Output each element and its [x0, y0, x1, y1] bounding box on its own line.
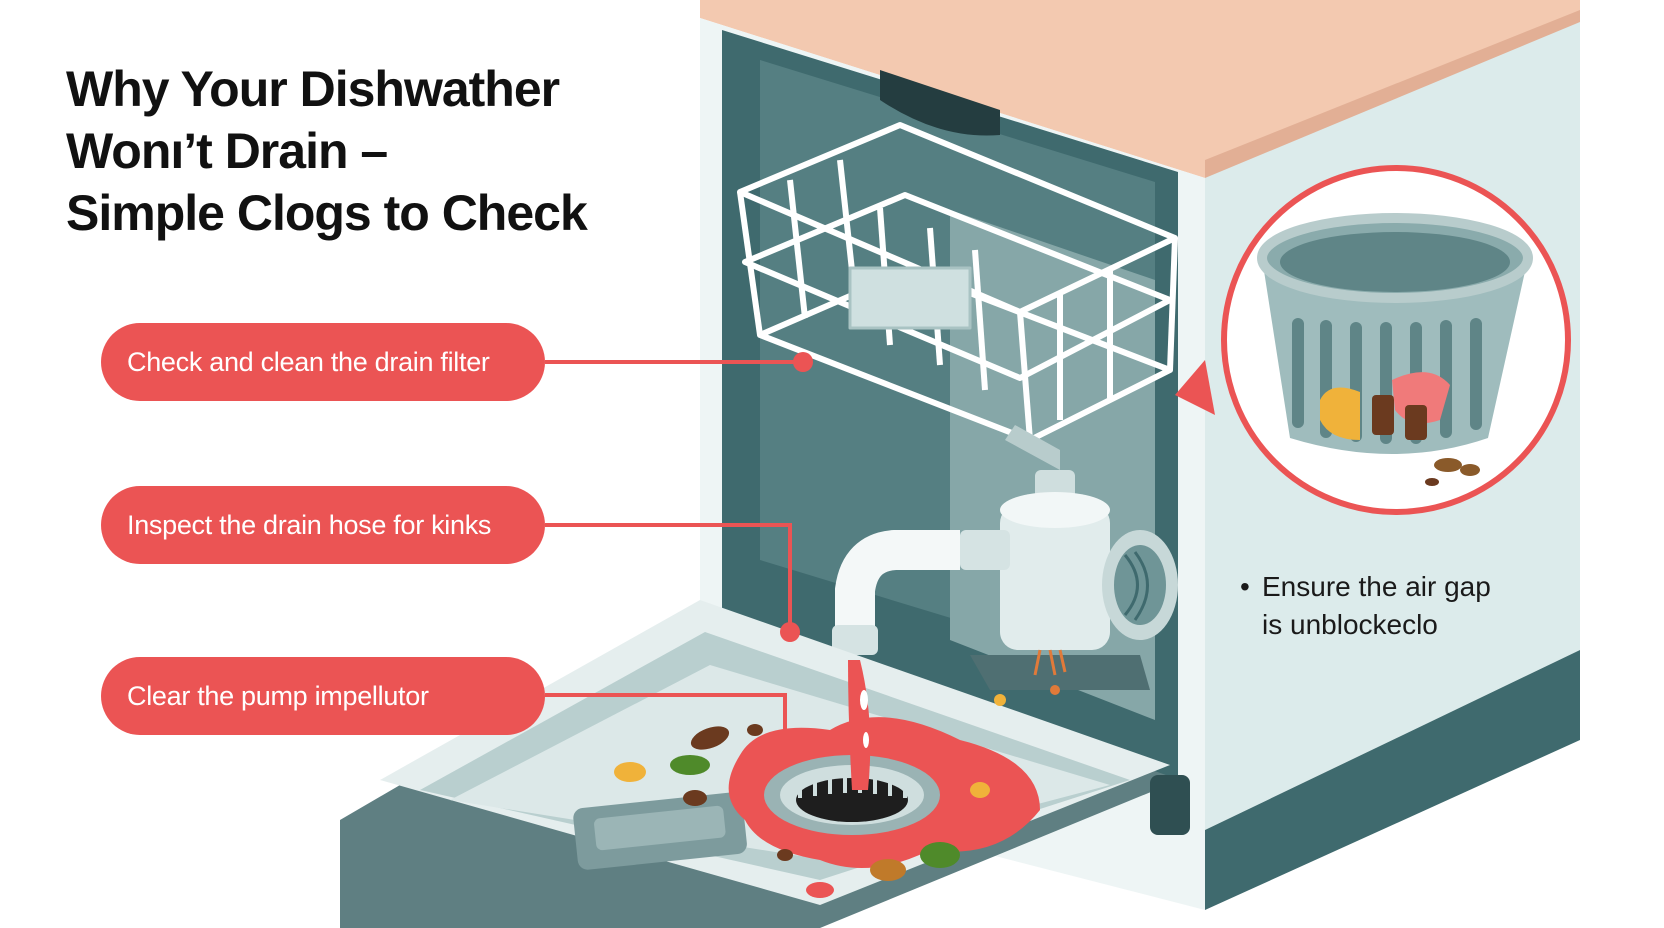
callout-drain-filter-label: Check and clean the drain filter	[127, 346, 490, 377]
dirty-water-spill	[728, 660, 1040, 868]
callout-pump-impeller-label: Clear the pump impellutor	[127, 680, 429, 711]
drain-pump-icon	[832, 425, 1178, 690]
food-debris	[614, 685, 1060, 898]
air-gap-line-2: is unblockeclo	[1262, 609, 1438, 640]
drain-filter-basket-icon	[1257, 213, 1533, 486]
title-line-2: Wonı’t Drain –	[66, 123, 388, 179]
leader-dot-filter	[793, 352, 813, 372]
callout-drain-hose-label: Inspect the drain hose for kinks	[127, 509, 492, 540]
page-title: Why Your Dishwather Wonı’t Drain – Simpl…	[66, 58, 666, 244]
title-line-3: Simple Clogs to Check	[66, 185, 588, 241]
air-gap-line-1: Ensure the air gap	[1262, 571, 1491, 602]
callout-drain-filter: Check and clean the drain filter	[101, 323, 545, 401]
air-gap-note: • Ensure the air gap is unblockeclo	[1240, 568, 1491, 644]
air-gap-bullet: •	[1240, 571, 1250, 602]
callout-pump-impeller: Clear the pump impellutor	[101, 657, 545, 735]
leader-dot-hose	[780, 622, 800, 642]
callout-leaders	[545, 360, 800, 760]
callout-drain-hose: Inspect the drain hose for kinks	[101, 486, 545, 564]
title-line-1: Why Your Dishwather	[66, 61, 560, 117]
dish-rack-icon	[737, 122, 1178, 443]
